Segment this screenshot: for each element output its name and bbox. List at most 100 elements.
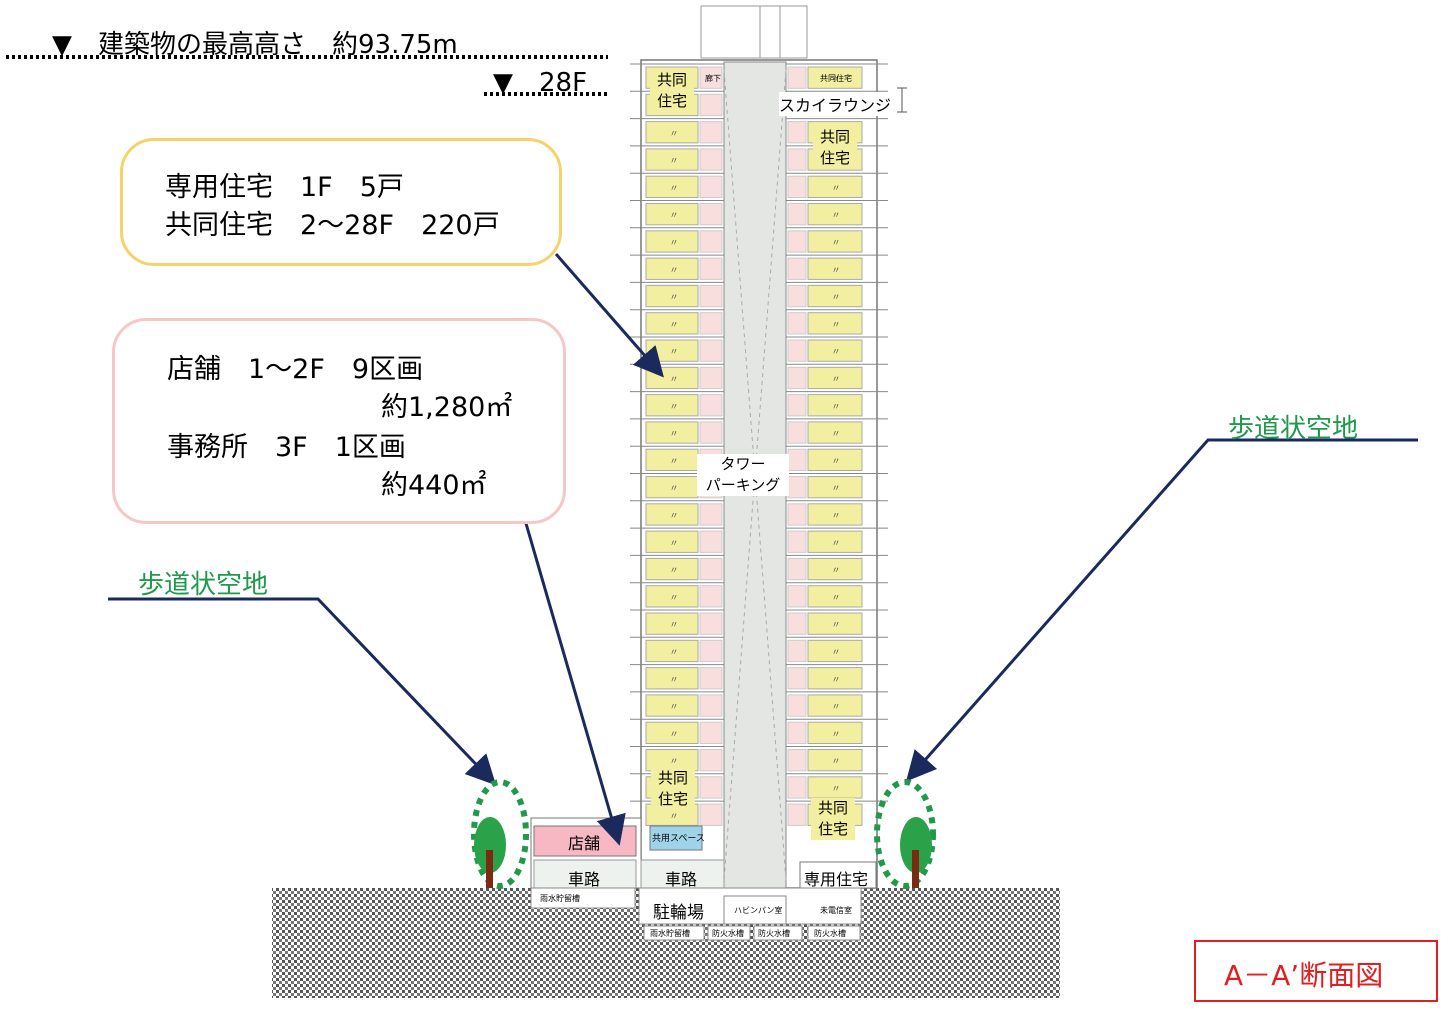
- ditto-mark: 〃: [669, 703, 678, 713]
- corridor-right: [787, 175, 807, 198]
- ditto-mark: 〃: [669, 812, 678, 822]
- unit-right: [807, 257, 863, 280]
- basement-room-2-label: 未電信室: [820, 906, 852, 915]
- corridor-left: [699, 148, 723, 171]
- corridor-right: [787, 530, 807, 553]
- tree-icon: [900, 817, 932, 888]
- corridor-right: [787, 121, 807, 144]
- ditto-mark: 〃: [831, 511, 840, 521]
- ditto-mark: 〃: [831, 402, 840, 412]
- corridor-left: [699, 667, 723, 690]
- unit-left: [645, 394, 699, 417]
- corridor-right: [787, 339, 807, 362]
- ditto-mark: 〃: [669, 238, 678, 248]
- unit-right: [807, 585, 863, 608]
- corridor-right: [787, 366, 807, 390]
- corridor-left: [699, 284, 723, 308]
- corridor-right: [787, 284, 807, 308]
- unit-right: [807, 612, 863, 635]
- unit-right: [807, 667, 863, 690]
- ditto-mark: 〃: [831, 757, 840, 767]
- top-floor-label: ▼ 28F: [493, 68, 588, 98]
- unit-left: [645, 694, 699, 717]
- unit-right: [807, 530, 863, 553]
- unit-right: [807, 694, 863, 717]
- unit-left: [645, 175, 699, 198]
- corridor-right: [787, 776, 807, 799]
- unit-right: [807, 421, 863, 444]
- ditto-mark: 〃: [831, 730, 840, 740]
- corridor-right: [787, 503, 807, 526]
- ditto-mark: 〃: [831, 566, 840, 576]
- ditto-mark: 〃: [669, 129, 678, 139]
- corridor-left: [699, 530, 723, 553]
- ditto-mark: 〃: [831, 320, 840, 330]
- corridor-right: [787, 257, 807, 280]
- shared-housing-low-left: 共同住宅: [651, 768, 695, 810]
- unit-right: [807, 721, 863, 745]
- unit-left: [645, 203, 699, 226]
- ditto-mark: 〃: [669, 757, 678, 767]
- basement: [530, 887, 862, 941]
- unit-right: [807, 557, 863, 581]
- unit-right: [807, 503, 863, 526]
- corridor-left: [699, 721, 723, 745]
- corridor-left: [699, 93, 723, 117]
- rain-tank-label-1: 雨水貯留槽: [540, 894, 580, 903]
- corridor-right: [787, 639, 807, 663]
- unit-right: [807, 230, 863, 253]
- ditto-mark: 〃: [831, 293, 840, 303]
- ditto-mark: 〃: [669, 402, 678, 412]
- section-title: A－A’断面図: [1224, 959, 1384, 992]
- corridor-right: [787, 557, 807, 581]
- private-housing-room: [799, 861, 877, 889]
- corridor-right: [787, 312, 807, 335]
- ditto-mark: 〃: [831, 457, 840, 467]
- ditto-mark: 〃: [831, 266, 840, 276]
- tower-parking-label: タワーパーキング: [697, 454, 789, 496]
- unit-left: [645, 257, 699, 280]
- road-area-center: [640, 859, 725, 889]
- unit-left: [645, 612, 699, 635]
- unit-left: [645, 421, 699, 444]
- corridor-right: [787, 66, 807, 89]
- unit-left: [645, 121, 699, 144]
- corridor-left: [699, 230, 723, 253]
- shared-housing-top-left: 共同住宅: [650, 70, 694, 112]
- ditto-mark: 〃: [669, 730, 678, 740]
- corridor-left: [699, 639, 723, 663]
- open-space-oval-right: [874, 779, 936, 889]
- ditto-mark: 〃: [669, 320, 678, 330]
- shared-housing-top-right: 共同住宅: [813, 127, 857, 169]
- commercial-line-4: 約440㎡: [381, 470, 487, 501]
- max-height-label: ▼ 建築物の最高高さ 約93.75m: [52, 30, 458, 60]
- rooftop-frame: [700, 5, 808, 59]
- ditto-mark: 〃: [831, 539, 840, 549]
- ditto-mark: 〃: [831, 593, 840, 603]
- fire-tank-label-2: 防火水槽: [758, 929, 790, 938]
- corridor-right: [787, 230, 807, 253]
- ditto-mark: 〃: [669, 675, 678, 685]
- corridor-left: [699, 776, 723, 799]
- unit-right: [807, 203, 863, 226]
- unit-left: [645, 148, 699, 171]
- ditto-mark: 〃: [669, 539, 678, 549]
- ditto-mark: 〃: [669, 593, 678, 603]
- ditto-mark: 〃: [669, 484, 678, 494]
- unit-left: [645, 530, 699, 553]
- basement-room-1-label: ハビンパン室: [734, 906, 783, 915]
- residential-arrow: [554, 253, 664, 378]
- ditto-mark: 〃: [831, 375, 840, 385]
- ditto-mark: 〃: [831, 703, 840, 713]
- corridor-left: [699, 803, 723, 826]
- unit-right: [807, 394, 863, 417]
- ditto-mark: 〃: [669, 648, 678, 658]
- unit-right: [807, 448, 863, 472]
- corridor-right: [787, 394, 807, 417]
- fire-tank-label-3: 防火水槽: [814, 929, 846, 938]
- corridor-right: [787, 448, 807, 472]
- unit-right: [807, 175, 863, 198]
- open-space-arrow-right: [906, 438, 1418, 782]
- corridor-right: [787, 585, 807, 608]
